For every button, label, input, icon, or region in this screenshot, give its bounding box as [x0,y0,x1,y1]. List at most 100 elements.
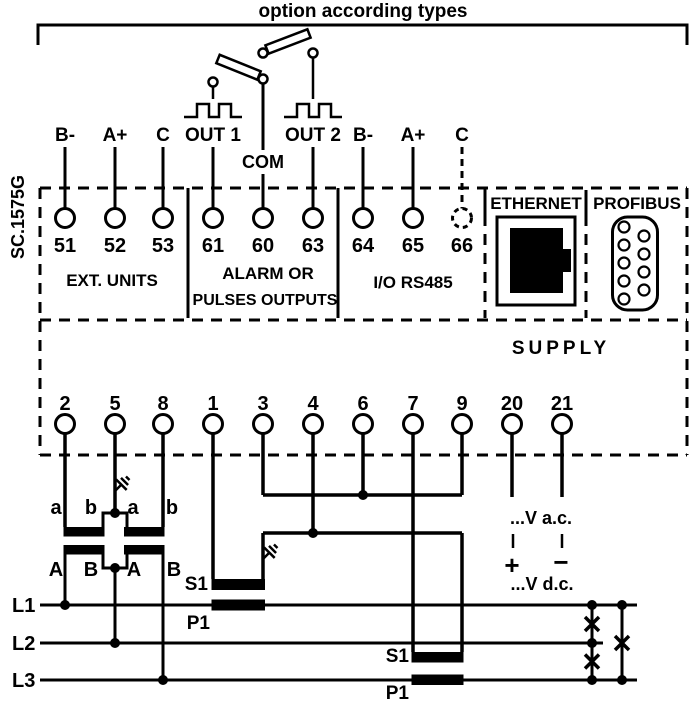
vt1-label-B: B [84,559,98,581]
terminal-65 [402,207,424,229]
option-title: option according types [258,1,467,22]
profibus-port-icon [611,215,659,312]
ct1-p1-label: P1 [187,613,211,634]
db9-pin [617,292,631,306]
phase-label-l2: L2 [12,633,35,655]
terminal-number-66: 66 [451,235,473,257]
terminal-number-60: 60 [252,235,274,257]
junction-dot [110,638,120,648]
out2-contact-circle [307,47,319,59]
com-pivot-circle [257,73,269,85]
row1-terminal-circles [54,207,473,229]
ct1-s1-label: S1 [185,574,209,595]
terminal-21 [551,413,573,435]
terminal-number-7: 7 [407,393,418,415]
db9-pin [617,220,631,234]
relay-output-symbols [184,27,342,209]
row2-terminal-circles [54,413,573,435]
section-alarm-line1: ALARM OR [222,264,314,283]
row1-stems-solid [63,147,415,209]
link-cross-marks [583,615,631,670]
row2-terminal-wires [63,433,564,652]
terminal-60 [252,207,274,229]
junction-dot [587,675,597,685]
ct2-secondary-winding [411,652,464,663]
label-out1: OUT 1 [185,125,241,146]
terminal-number-64: 64 [352,235,375,257]
vt1-label-b: b [85,497,97,519]
pulse-waveform-out2-icon [284,102,342,119]
row2-terminal-numbers: 2 5 8 1 3 4 6 7 9 20 21 [59,393,573,415]
db9-pin [617,274,631,288]
junction-dot [308,528,318,538]
junction-dot [587,638,597,648]
terminal-number-61: 61 [202,235,224,257]
section-io-rs485: I/O RS485 [373,273,452,292]
option-bracket [36,23,689,45]
supply-voltage-notes: ...V a.c. + − ...V d.c. [504,508,573,594]
db9-pin [637,247,651,261]
vt-terminal-letters: a b a b A B A B [49,497,181,581]
vt1-label-A: A [49,559,63,581]
db9-pin [637,229,651,243]
supply-dc-label: ...V d.c. [510,574,573,594]
terminal-number-2: 2 [59,393,70,415]
terminal-7 [402,413,424,435]
db9-pin [617,238,631,252]
db9-pin [637,283,651,297]
junction-dot [358,490,368,500]
phase-labels: L1 L2 L3 [12,595,35,692]
vt1-primary-winding [63,545,105,555]
phase-label-l3: L3 [12,670,35,692]
vt1-secondary-winding [63,527,105,537]
supply-minus-sign: − [553,547,568,577]
ct1-secondary-winding [211,579,265,590]
vt2-label-B: B [167,559,181,581]
terminal-3 [252,413,274,435]
label-a-plus-right: A+ [401,125,426,146]
vt2-label-a: a [127,497,139,519]
vt2-label-b: b [166,497,178,519]
terminal-number-63: 63 [302,235,324,257]
section-alarm-line2: PULSES OUTPUTS [193,292,338,309]
terminal-number-3: 3 [257,393,268,415]
terminal-61 [202,207,224,229]
rj45-jack-icon [510,228,571,293]
supply-continuation-ticks [511,534,564,548]
ethernet-label-ticks [483,188,588,215]
junction-dot [617,675,627,685]
terminal-66-dashed [451,207,473,229]
option-annotation: option according types [36,1,689,45]
junction-dot [158,675,168,685]
vt2-label-A: A [127,559,141,581]
row1-terminal-numbers: 51 52 53 61 60 63 64 65 66 [54,235,473,257]
section-profibus: PROFIBUS [593,194,681,213]
com-upper-pivot-circle [257,47,269,59]
label-com: COM [242,152,284,172]
section-ethernet: ETHERNET [490,194,582,213]
ct2-s1-label: S1 [386,646,410,667]
terminal-number-4: 4 [307,393,319,415]
section-labels: EXT. UNITS ALARM OR PULSES OUTPUTS I/O R… [66,194,681,359]
db9-connector-outline [611,215,659,312]
terminal-number-20: 20 [501,393,523,415]
terminal-number-65: 65 [402,235,424,257]
terminal-20 [501,413,523,435]
terminal-2 [54,413,76,435]
phase-label-l1: L1 [12,595,35,617]
vt2-secondary-winding [124,527,165,537]
row1-terminal-labels: B- A+ C OUT 1 COM OUT 2 B- A+ C [55,125,469,172]
db9-pin [617,256,631,270]
vt2-primary-winding [124,545,165,555]
label-c-left: C [156,125,170,146]
terminal-number-21: 21 [551,393,573,415]
junction-dots [60,490,627,685]
ethernet-port-frame [495,215,577,307]
ct-terminal-letters: S1 P1 S1 P1 [185,574,410,704]
ct2-p1-label: P1 [386,683,410,700]
section-ext-units: EXT. UNITS [66,271,158,290]
relay-lever-out1 [214,53,263,82]
label-b-minus-left: B- [55,125,75,146]
terminal-number-51: 51 [54,235,76,257]
out1-contact-circle [207,76,219,88]
